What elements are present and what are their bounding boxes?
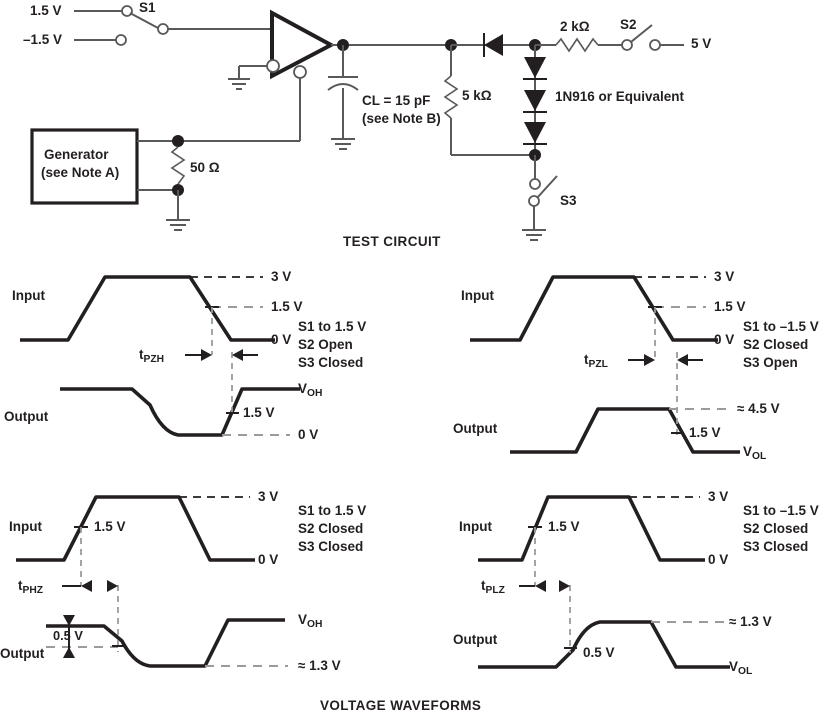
tphz-output-label: Output	[0, 646, 45, 661]
tplz-level-3v: 3 V	[708, 489, 729, 504]
s3-ground-branch	[522, 155, 558, 241]
tpzl-level-0v: 0 V	[714, 332, 735, 347]
circuit-title: TEST CIRCUIT	[343, 234, 441, 249]
waveform-panel-tpzl	[470, 275, 740, 454]
tpzh-condition-0: S1 to 1.5 V	[298, 319, 367, 334]
label-v-neg: –1.5 V	[23, 32, 63, 47]
tphz-level-voh: VOH	[298, 612, 323, 630]
ground-symbol-s3	[522, 229, 546, 241]
label-s3: S3	[560, 193, 577, 208]
label-supply-5v: 5 V	[691, 36, 712, 51]
tplz-input-label: Input	[459, 519, 492, 534]
s1-switch-group	[74, 5, 272, 46]
tpzh-output-label: Output	[4, 409, 49, 424]
buffer-amplifier-symbol	[178, 9, 451, 142]
tpzh-condition-2: S3 Closed	[298, 355, 364, 370]
tpzh-level-voh: VOH	[298, 381, 323, 399]
tplz-condition-0: S1 to –1.5 V	[743, 503, 819, 518]
tpzl-input-label: Input	[461, 288, 494, 303]
label-r-load: 5 kΩ	[462, 88, 492, 103]
label-generator: Generator	[44, 147, 109, 162]
tpzl-level-1p5v: 1.5 V	[714, 299, 746, 314]
tplz-level-0p5v: 0.5 V	[583, 645, 615, 660]
tplz-condition-1: S2 Closed	[743, 521, 809, 536]
label-cl-value: CL = 15 pF	[362, 93, 431, 108]
tpzl-output-label: Output	[453, 421, 498, 436]
tpzh-out-level-0v: 0 V	[298, 427, 319, 442]
tpzl-condition-1: S2 Closed	[743, 337, 809, 352]
ground-symbol-cl	[331, 138, 355, 150]
tpzh-input-label: Input	[12, 288, 45, 303]
tphz-level-1p5v: 1.5 V	[94, 519, 126, 534]
tphz-condition-0: S1 to 1.5 V	[298, 503, 367, 518]
tpzh-out-level-1p5v: 1.5 V	[243, 405, 275, 420]
tpzl-level-4p5v: ≈ 4.5 V	[737, 401, 780, 416]
tpzl-level-1p5v-out: 1.5 V	[689, 425, 721, 440]
tpzh-timing-label: tPZH	[139, 347, 164, 365]
tphz-level-0p5v: 0.5 V	[53, 628, 83, 643]
diode-string-1n916	[523, 39, 547, 161]
tpzl-level-3v: 3 V	[714, 269, 735, 284]
tplz-timing-label: tPLZ	[481, 578, 505, 596]
series-diode	[451, 33, 535, 57]
ground-symbol-generator	[166, 219, 190, 231]
tphz-condition-2: S3 Closed	[298, 539, 364, 554]
tphz-input-label: Input	[9, 519, 42, 534]
label-generator-note: (see Note A)	[41, 165, 120, 180]
tpzl-condition-0: S1 to –1.5 V	[743, 319, 819, 334]
label-s1: S1	[139, 0, 156, 15]
tplz-level-1p3v: ≈ 1.3 V	[729, 614, 772, 629]
tplz-level-vol: VOL	[729, 659, 753, 677]
load-capacitor-cl	[327, 39, 359, 150]
tphz-level-0v: 0 V	[258, 552, 279, 567]
tplz-output-label: Output	[453, 632, 498, 647]
tphz-timing-label: tPHZ	[18, 578, 43, 596]
label-diode-type: 1N916 or Equivalent	[555, 89, 685, 104]
waveform-panel-tpzh	[20, 275, 300, 437]
waveform-title: VOLTAGE WAVEFORMS	[320, 698, 482, 713]
tpzl-level-vol: VOL	[743, 444, 767, 462]
waveform-panel-tphz	[16, 495, 288, 668]
label-r-series: 2 kΩ	[560, 19, 590, 34]
generator-network	[30, 128, 190, 231]
label-v-pos: 1.5 V	[30, 3, 62, 18]
s2-supply-branch	[535, 24, 684, 53]
tplz-condition-2: S3 Closed	[743, 539, 809, 554]
label-cl-note: (see Note B)	[362, 111, 441, 126]
tpzh-level-3v: 3 V	[271, 269, 292, 284]
tpzh-level-1p5v: 1.5 V	[271, 299, 303, 314]
tplz-level-0v: 0 V	[708, 552, 729, 567]
tplz-level-1p5v: 1.5 V	[548, 519, 580, 534]
tpzl-condition-2: S3 Open	[743, 355, 798, 370]
label-r-source: 50 Ω	[190, 160, 220, 175]
tphz-level-1p3v: ≈ 1.3 V	[298, 658, 341, 673]
label-s2: S2	[620, 17, 637, 32]
waveform-panel-tplz	[478, 495, 730, 669]
tpzh-level-0v: 0 V	[271, 332, 292, 347]
tpzh-condition-1: S2 Open	[298, 337, 353, 352]
tpzl-timing-label: tPZL	[584, 352, 608, 370]
ground-symbol-enable	[228, 78, 250, 90]
tphz-condition-1: S2 Closed	[298, 521, 364, 536]
tphz-level-3v: 3 V	[258, 489, 279, 504]
